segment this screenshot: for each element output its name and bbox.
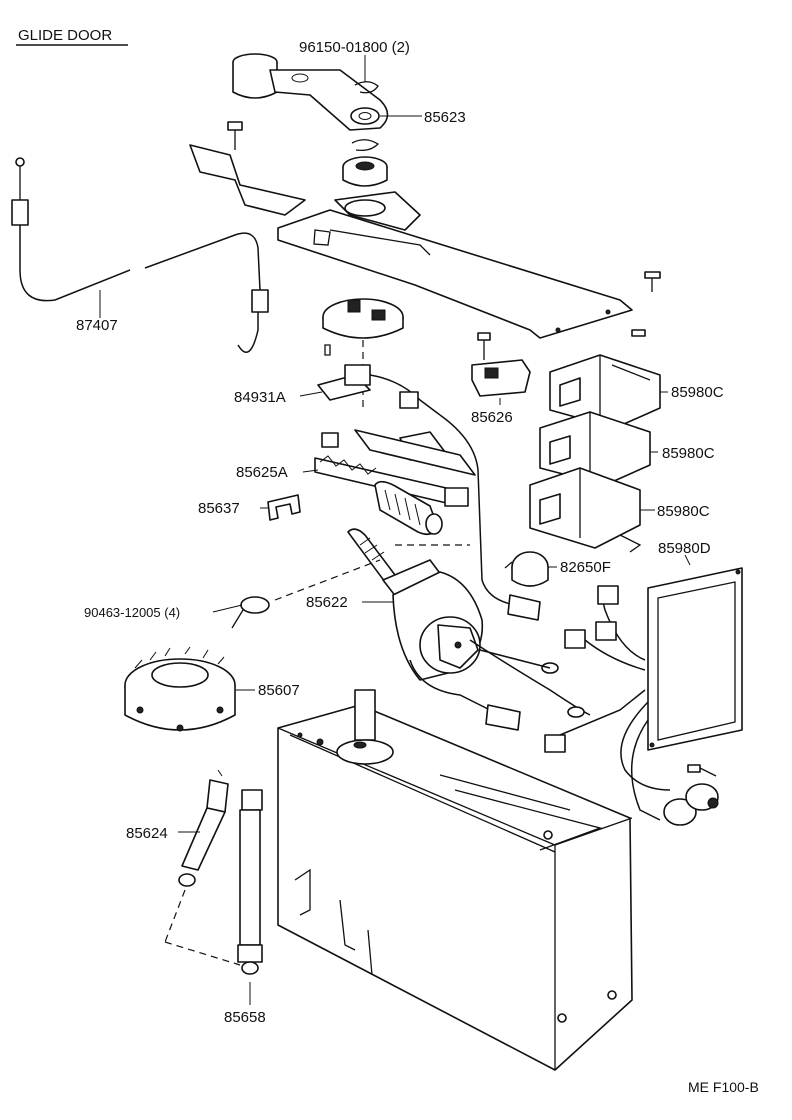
drive-gear-part bbox=[124, 646, 236, 732]
door-arm-part bbox=[232, 53, 389, 131]
part-label-90463: 90463-12005 (4) bbox=[84, 605, 180, 620]
part-label-85637: 85637 bbox=[198, 500, 240, 517]
part-label-82650f: 82650F bbox=[560, 559, 611, 576]
flex-shaft-part bbox=[178, 769, 229, 887]
part-label-85623: 85623 bbox=[424, 109, 466, 126]
guide-plate-part bbox=[354, 429, 476, 476]
wire-clamp-part bbox=[231, 596, 270, 629]
wire-harness-part bbox=[409, 414, 719, 826]
relay-part-3 bbox=[529, 467, 642, 553]
drive-shaft-part bbox=[237, 789, 263, 1005]
main-housing-part bbox=[277, 689, 633, 1071]
diagram-code: ME F100-B bbox=[688, 1079, 759, 1095]
part-label-85980c-1: 85980C bbox=[671, 384, 724, 401]
part-label-85607: 85607 bbox=[258, 682, 300, 699]
position-sensor-part bbox=[322, 298, 404, 339]
diagram-title: GLIDE DOOR bbox=[18, 27, 112, 44]
part-label-85658: 85658 bbox=[224, 1009, 266, 1026]
bushing-part bbox=[342, 156, 388, 187]
e-clip-part bbox=[351, 81, 380, 152]
release-cable-part bbox=[11, 157, 269, 353]
part-label-85980c-3: 85980C bbox=[657, 503, 710, 520]
part-label-85980c-2: 85980C bbox=[662, 445, 715, 462]
relay-part-2 bbox=[539, 411, 651, 486]
sensor-harness-part bbox=[317, 344, 441, 416]
screw-part bbox=[631, 271, 661, 337]
part-label-87407: 87407 bbox=[76, 317, 118, 334]
base-plate-part bbox=[277, 191, 633, 339]
u-clip-part bbox=[267, 494, 301, 521]
part-label-85625a: 85625A bbox=[236, 464, 288, 481]
mount-bracket-part bbox=[189, 121, 306, 216]
part-label-84931a: 84931A bbox=[234, 389, 286, 406]
part-label-85622: 85622 bbox=[306, 594, 348, 611]
leader-lines bbox=[178, 55, 691, 833]
motor-part bbox=[347, 528, 484, 681]
relay-part-1 bbox=[549, 354, 661, 429]
worm-gear-part bbox=[374, 480, 443, 536]
part-label-85624: 85624 bbox=[126, 825, 168, 842]
switch-bracket-part bbox=[471, 332, 531, 397]
part-label-85980d: 85980D bbox=[658, 540, 711, 557]
connector-part bbox=[504, 551, 549, 587]
part-label-85626: 85626 bbox=[471, 409, 513, 426]
control-unit-part bbox=[647, 567, 743, 751]
part-label-96150: 96150-01800 (2) bbox=[299, 39, 410, 56]
